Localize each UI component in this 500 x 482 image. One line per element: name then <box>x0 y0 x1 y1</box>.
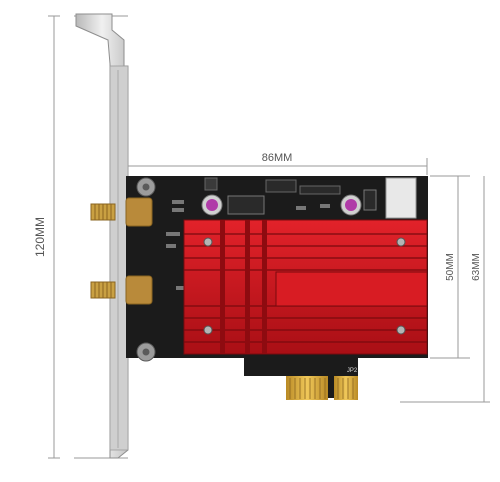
dim-label-50mm: 50MM <box>445 253 456 281</box>
mounting-bracket <box>75 13 129 459</box>
dim-label-86mm: 86MM <box>262 152 293 164</box>
dim-label-120mm: 120MM <box>33 217 47 257</box>
antenna-connector-top <box>90 203 116 221</box>
jp2-silkscreen-label: JP2 <box>347 368 358 374</box>
antenna-connector-bottom <box>90 281 116 299</box>
pcie-connector <box>286 376 358 400</box>
heatsink <box>183 219 428 355</box>
dim-label-63mm: 63MM <box>471 253 482 281</box>
